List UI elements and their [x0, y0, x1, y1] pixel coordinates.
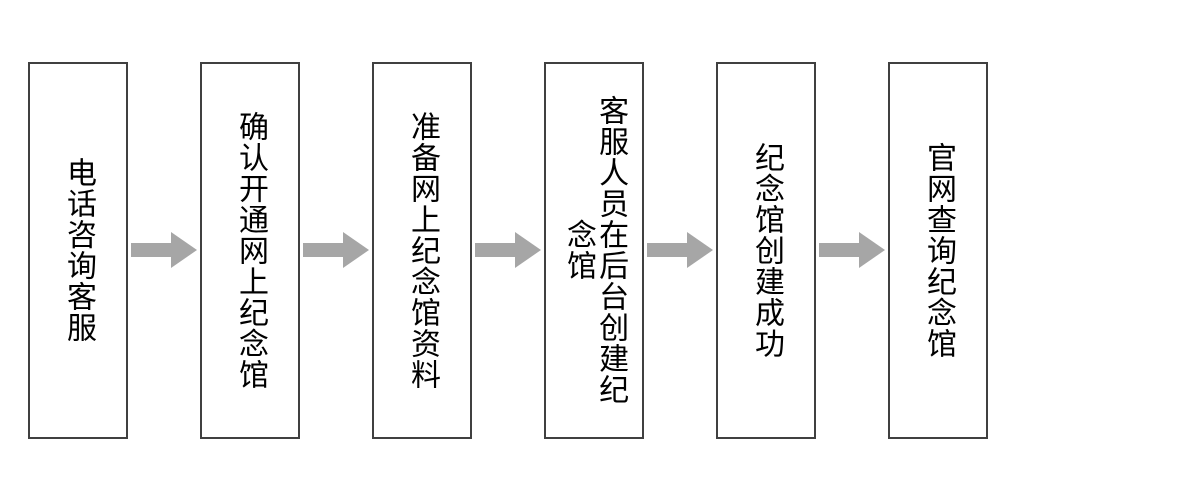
flow-step-3-label: 准备网上纪念馆资料	[405, 110, 441, 390]
flow-step-4-label: 客服人员在后台创建纪念馆	[561, 95, 629, 405]
flow-step-2-label: 确认开通网上纪念馆	[233, 110, 269, 390]
flowchart-step-row: 电话咨询客服 确认开通网上纪念馆 准备网上纪念馆资料 客服人员在后台创建纪念馆	[28, 61, 988, 439]
flow-step-5-label: 纪念馆创建成功	[749, 141, 785, 359]
flow-step-3[interactable]: 准备网上纪念馆资料	[372, 61, 472, 439]
flow-step-2[interactable]: 确认开通网上纪念馆	[200, 61, 300, 439]
flow-step-1[interactable]: 电话咨询客服	[28, 61, 128, 439]
flow-step-6-label: 官网查询纪念馆	[921, 141, 957, 359]
arrow-right-icon-5	[818, 230, 886, 270]
flow-step-6[interactable]: 官网查询纪念馆	[888, 61, 988, 439]
flow-step-5[interactable]: 纪念馆创建成功	[716, 61, 816, 439]
flow-step-4[interactable]: 客服人员在后台创建纪念馆	[544, 61, 644, 439]
arrow-right-icon-3	[474, 230, 542, 270]
flow-step-1-label: 电话咨询客服	[61, 157, 97, 343]
arrow-right-icon-4	[646, 230, 714, 270]
arrow-right-icon-1	[130, 230, 198, 270]
arrow-right-icon-2	[302, 230, 370, 270]
